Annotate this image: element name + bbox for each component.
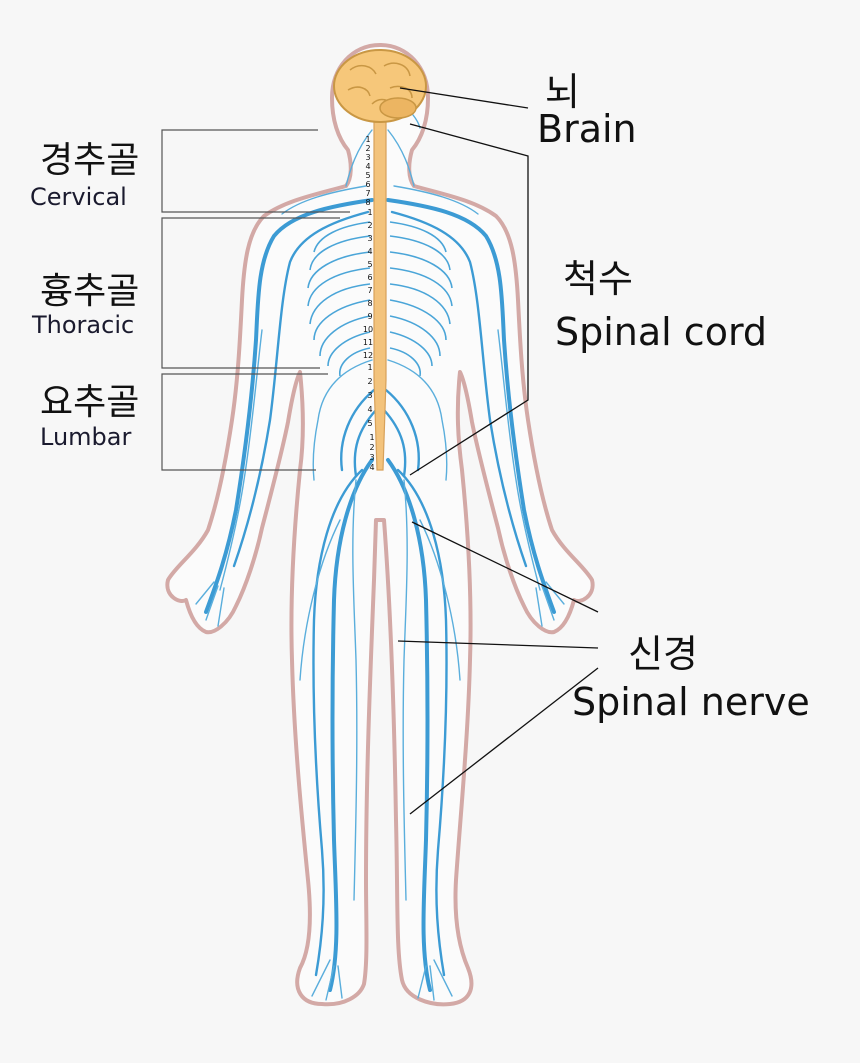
cervical-bracket — [161, 129, 350, 213]
vertebra-number: 3 — [365, 153, 370, 162]
cervical-label-en: Cervical — [30, 183, 127, 211]
vertebra-number: 5 — [367, 260, 372, 269]
vertebra-number: 6 — [365, 180, 370, 189]
vertebra-number: 8 — [367, 299, 372, 308]
spinal-nerve-leader-2 — [397, 640, 599, 649]
vertebrae-thoracic: 1 2 3 4 5 6 7 8 9 10 11 12 — [363, 208, 373, 360]
vertebra-number: 2 — [369, 443, 374, 452]
leader-lines — [397, 87, 599, 815]
vertebra-number: 6 — [367, 273, 372, 282]
vertebra-number: 2 — [365, 144, 370, 153]
lumbar-label-en: Lumbar — [40, 423, 131, 451]
vertebra-number: 12 — [363, 351, 373, 360]
thoracic-bracket — [161, 217, 340, 369]
vertebra-number: 3 — [367, 391, 372, 400]
vertebra-number: 2 — [367, 377, 372, 386]
ribcage — [307, 221, 453, 377]
cervical-label-kr: 경추골 — [40, 140, 139, 181]
spinal-cord-leader — [409, 123, 529, 476]
brain-illustration — [333, 49, 427, 123]
vertebra-number: 5 — [367, 419, 372, 428]
vertebra-number: 2 — [367, 221, 372, 230]
body-silhouette — [165, 43, 595, 1007]
spinal-cord — [373, 111, 387, 471]
spinal-nerve-leader-3 — [409, 667, 599, 815]
thoracic-label-en: Thoracic — [31, 311, 134, 339]
vertebra-number: 7 — [365, 189, 370, 198]
vertebra-number: 8 — [365, 198, 370, 207]
brain-leader — [399, 87, 529, 109]
vertebra-number: 4 — [367, 405, 372, 414]
lumbar-bracket — [161, 373, 328, 471]
vertebra-number: 1 — [367, 208, 372, 217]
spinal-nerve-label-en: Spinal nerve — [572, 680, 810, 724]
vertebra-number: 5 — [365, 171, 370, 180]
spinal-nerve-leader-1 — [411, 521, 599, 613]
vertebra-number: 10 — [363, 325, 373, 334]
body-outline — [165, 43, 595, 1007]
vertebra-number: 9 — [367, 312, 372, 321]
vertebra-number: 1 — [367, 363, 372, 372]
lumbar-label-kr: 요추골 — [40, 382, 139, 423]
brain-label-en: Brain — [537, 107, 637, 151]
vertebra-number: 11 — [363, 338, 373, 347]
brain-label-kr: 뇌 — [545, 70, 580, 114]
vertebrae-cervical: 1 2 3 4 5 6 7 8 — [365, 135, 370, 207]
vertebra-number: 3 — [369, 453, 374, 462]
labels: 뇌 Brain 척수 Spinal cord 신경 Spinal nerve 경… — [30, 70, 810, 724]
vertebrae-lumbar: 1 2 3 4 5 — [367, 363, 372, 428]
vertebrae-sacral: 1 2 3 4 — [369, 433, 374, 472]
vertebra-number: 4 — [369, 463, 374, 472]
spinal-nerve-label-kr: 신경 — [628, 632, 698, 676]
vertebra-number: 1 — [369, 433, 374, 442]
vertebra-number: 4 — [365, 162, 370, 171]
thoracic-label-kr: 흉추골 — [40, 271, 139, 312]
spinal-cord-label-kr: 척수 — [563, 257, 633, 301]
vertebra-number: 7 — [367, 286, 372, 295]
vertebra-brackets — [161, 129, 350, 471]
vertebra-number: 4 — [367, 247, 372, 256]
spinal-cord-label-en: Spinal cord — [555, 310, 767, 354]
vertebra-numbers: 1 2 3 4 5 6 7 8 1 2 3 4 5 6 7 8 9 10 11 … — [363, 135, 375, 472]
vertebra-number: 1 — [365, 135, 370, 144]
vertebra-number: 3 — [367, 234, 372, 243]
